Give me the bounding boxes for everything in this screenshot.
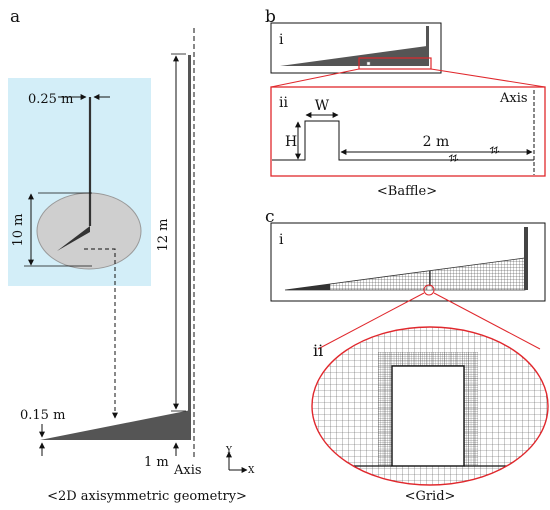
c-ii-baffle-void <box>391 365 465 467</box>
panel-b-letter: b <box>265 7 276 27</box>
b-i-label: i <box>279 32 284 48</box>
dim-disk-label: 10 m <box>11 213 26 246</box>
dim-top-label: 0.25 m <box>28 92 73 107</box>
coord-y-label: Y <box>225 446 233 456</box>
baffle-len-label: 2 m <box>423 134 450 150</box>
caption-b: <Baffle> <box>377 184 437 199</box>
break-mark-top <box>489 146 500 154</box>
c-i-baffle <box>426 285 433 291</box>
c-i-highlight <box>423 284 435 296</box>
b-zoom-right <box>430 68 546 88</box>
b-i-highlight <box>358 57 432 70</box>
b-zoom-left <box>270 68 360 88</box>
coord-x-label: X <box>248 466 255 476</box>
c-i-wall <box>524 227 528 290</box>
b-ii-label: ii <box>279 95 288 111</box>
b-ii-frame <box>270 86 546 177</box>
dim-bottom-label: 1 m <box>144 455 169 470</box>
c-ii-mesh-group <box>312 327 548 485</box>
panel-b: b i ii Axis W H 2 m <Baffle> <box>265 7 546 199</box>
b-i-baffle <box>366 61 371 66</box>
break-mark-bottom <box>448 154 459 162</box>
b-i-wedge <box>280 46 427 66</box>
c-ii-label: ii <box>313 341 323 360</box>
axis-label-a: Axis <box>173 463 202 478</box>
baffle-h-label: H <box>285 134 297 150</box>
shaft-wall <box>188 55 191 440</box>
baffle-w-label: W <box>315 98 330 114</box>
b-i-wall <box>426 26 429 66</box>
b-ii-axis-label: Axis <box>499 91 528 106</box>
b-ii-profile <box>272 120 534 161</box>
dim-wall-label: 0.15 m <box>20 408 65 423</box>
bottom-wedge <box>40 410 191 440</box>
c-ii-ellipse <box>311 326 549 486</box>
c-zoom-right <box>433 292 541 350</box>
dim-height-label: 12 m <box>156 218 171 251</box>
c-i-mesh-dense <box>285 284 330 290</box>
caption-c: <Grid> <box>405 489 456 504</box>
panel-a: a 0.25 m 10 m 12 m 0.15 m 1 m Axis <box>8 7 255 504</box>
c-zoom-left <box>317 292 425 350</box>
panel-c-letter: c <box>265 207 275 227</box>
inset-wedge <box>57 226 90 251</box>
c-i-label: i <box>279 232 284 248</box>
inset-connector <box>84 248 118 419</box>
panel-c: c i ii <Grid> <box>265 207 549 504</box>
panel-a-letter: a <box>10 7 20 27</box>
caption-a: <2D axisymmetric geometry> <box>47 489 247 504</box>
